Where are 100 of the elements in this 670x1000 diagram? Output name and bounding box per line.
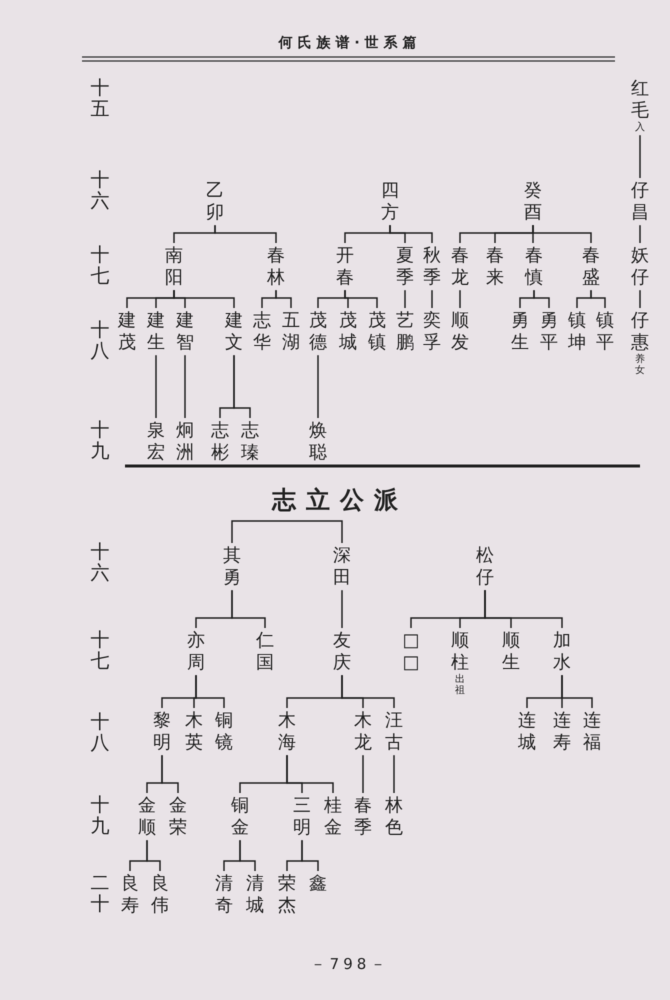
name-entry: 顺发 — [451, 310, 469, 354]
lineage-line — [231, 590, 266, 628]
lineage-line — [431, 290, 433, 308]
name-entry: □□ — [402, 630, 420, 674]
name-entry: 清奇 — [215, 873, 233, 916]
lineage-line — [161, 755, 179, 793]
name-entry: 妖仔 — [631, 245, 649, 288]
name-entry: 镇坤 — [568, 310, 586, 354]
lineage-line — [301, 840, 319, 871]
name-entry: 春林 — [267, 245, 285, 288]
lineage-line — [195, 675, 225, 708]
name-entry: 春慎 — [525, 245, 543, 288]
name-entry: 春龙 — [451, 245, 469, 288]
name-entry: 艺鹏 — [396, 310, 414, 354]
name-entry: 金荣 — [169, 795, 187, 838]
lineage-line — [341, 675, 395, 708]
generation-number: 十七 — [90, 245, 110, 287]
lineage-line — [317, 355, 319, 418]
name-entry: 炯洲 — [176, 420, 194, 464]
name-entry: 汪古 — [385, 710, 403, 754]
lineage-line — [214, 225, 277, 243]
name-entry: 癸酉 — [524, 180, 542, 224]
name-entry: 志彬 — [211, 420, 229, 464]
name-entry: 深田 — [333, 545, 351, 588]
lineage-line — [146, 840, 161, 871]
name-entry: 志华 — [253, 310, 271, 354]
name-entry: 镇平 — [596, 310, 614, 354]
name-entry: 良寿 — [121, 873, 139, 916]
name-entry: 茂镇 — [368, 310, 386, 354]
name-entry: 夏季 — [396, 245, 414, 288]
name-entry: 开春 — [336, 245, 354, 288]
generation-number: 十六 — [90, 542, 110, 584]
name-entry: 连城 — [518, 710, 536, 754]
lineage-line — [484, 590, 563, 628]
name-entry: 茂城 — [339, 310, 357, 354]
name-entry: 桂金 — [324, 795, 342, 838]
generation-number: 十八 — [90, 712, 110, 754]
name-entry: 仔惠 养女 — [631, 310, 649, 376]
generation-number: 十九 — [90, 420, 110, 462]
generation-number: 十六 — [90, 170, 110, 212]
lineage-line — [533, 290, 550, 308]
name-entry: 春盛 — [582, 245, 600, 288]
lineage-line — [344, 290, 378, 308]
name-entry: 红毛 入 — [631, 78, 649, 134]
lineage-line — [639, 135, 641, 178]
name-entry: 奕孚 — [423, 310, 441, 354]
lineage-line — [532, 225, 592, 243]
name-entry: 仔昌 — [631, 180, 649, 224]
name-entry: 茂德 — [309, 310, 327, 354]
name-entry: 其勇 — [223, 545, 241, 588]
lineage-line — [184, 355, 186, 418]
page-header: 何氏族谱·世系篇 — [278, 34, 422, 52]
name-entry: 顺柱 出祖 — [451, 630, 469, 696]
name-entry: 木龙 — [354, 710, 372, 754]
lineage-line — [341, 590, 343, 628]
name-entry: 四方 — [381, 180, 399, 224]
name-entry: 友庆 — [333, 630, 351, 674]
name-entry: 连福 — [583, 710, 601, 754]
lineage-line — [155, 355, 157, 418]
name-entry: 松仔 — [476, 545, 494, 588]
name-entry: 连寿 — [553, 710, 571, 754]
lineage-line — [389, 225, 433, 243]
name-entry: 鑫 — [309, 873, 327, 895]
lineage-line — [286, 755, 334, 793]
name-entry: 黎明 — [153, 710, 171, 754]
name-entry: 建文 — [225, 310, 243, 354]
lineage-line — [231, 520, 343, 543]
name-entry: 焕聪 — [309, 420, 327, 464]
section-heading: 志立公派 — [272, 485, 408, 516]
lineage-line — [404, 290, 406, 308]
name-entry: 建生 — [147, 310, 165, 354]
name-entry: 荣杰 — [278, 873, 296, 916]
name-entry: 铜镜 — [215, 710, 233, 754]
name-entry: 乙卯 — [206, 180, 224, 224]
lineage-line — [590, 290, 606, 308]
name-entry: 仁国 — [256, 630, 274, 674]
name-entry: 春季 — [354, 795, 372, 838]
lineage-line — [459, 290, 461, 308]
name-entry: 勇生 — [511, 310, 529, 354]
name-entry: 顺生 — [502, 630, 520, 674]
name-entry: 清城 — [246, 873, 264, 916]
page-number: －798－ — [310, 955, 390, 974]
name-entry: 泉宏 — [147, 420, 165, 464]
name-entry: 三明 — [293, 795, 311, 838]
name-entry: 五湖 — [282, 310, 300, 354]
lineage-line — [362, 755, 364, 793]
name-entry: 木海 — [278, 710, 296, 754]
lineage-line — [275, 290, 292, 308]
generation-number: 十七 — [90, 630, 110, 672]
name-entry: 林色 — [385, 795, 403, 838]
name-entry: 秋季 — [423, 245, 441, 288]
name-entry: 金顺 — [138, 795, 156, 838]
name-entry: 建茂 — [118, 310, 136, 354]
name-entry: 良伟 — [151, 873, 169, 916]
generation-number: 十九 — [90, 795, 110, 837]
name-entry: 春来 — [486, 245, 504, 288]
name-entry: 南阳 — [165, 245, 183, 288]
generation-number: 十五 — [90, 78, 110, 120]
generation-number: 二十 — [90, 873, 110, 915]
name-entry: 木英 — [185, 710, 203, 754]
